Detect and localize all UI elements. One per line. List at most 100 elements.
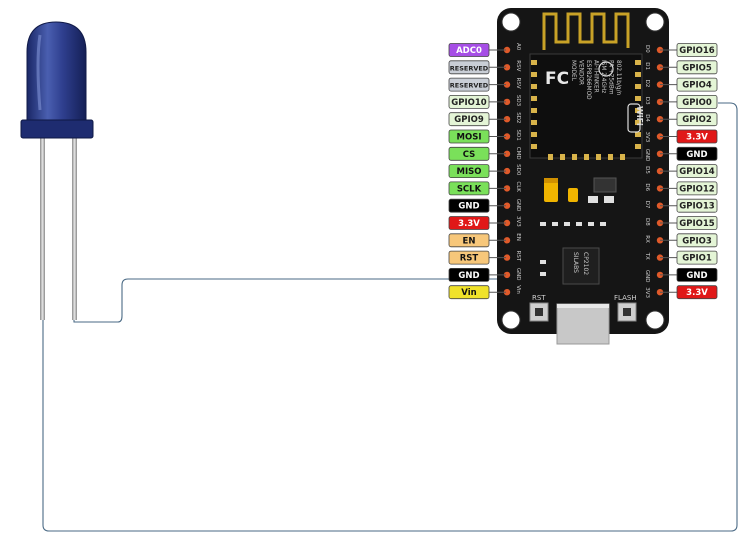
esp8266-module [529, 53, 643, 159]
pin-label-right: GPIO14 [660, 164, 718, 179]
pin-label-text: EN [463, 236, 476, 246]
silk-label: D3 [644, 97, 650, 105]
pin-label-left: EN [448, 233, 506, 248]
pin-label-text: GPIO1 [682, 254, 712, 264]
silk-label: RSV [515, 60, 521, 71]
silk-label: CLK [515, 181, 521, 192]
silk-label: Vin [515, 285, 521, 294]
micro-usb-port[interactable] [556, 303, 610, 345]
pin-label-text: RST [460, 254, 479, 264]
pin-label-text: GPIO4 [682, 81, 712, 91]
silk-label: GND [515, 268, 521, 281]
header-pin [503, 254, 511, 261]
pin-label-left: 3.3V [448, 216, 506, 230]
pin-label-text: MOSI [457, 133, 482, 143]
smd-resistors [540, 222, 606, 276]
pin-label-right: GPIO13 [660, 198, 718, 213]
module-text-line: ISM 2.4GHz [600, 60, 606, 93]
module-text-line: ESP8266MOD [585, 60, 591, 100]
tantalum-capacitor [544, 178, 558, 202]
pin-label-text: GPIO14 [679, 167, 715, 177]
pin-label-left: MISO [448, 164, 506, 179]
pin-label-right: GPIO2 [660, 112, 718, 127]
rst-button-label: RST [532, 294, 546, 302]
pin-label-left: CS [448, 146, 506, 161]
voltage-regulator [593, 177, 617, 193]
module-text-line: 802.11b/g/n [615, 60, 621, 96]
usb-chip-model: CP2102 [582, 252, 589, 275]
mounting-hole [645, 310, 665, 330]
pin-label-text: 3.3V [686, 133, 708, 143]
silk-label: RSV [515, 78, 521, 89]
led-anode-leg [40, 138, 45, 320]
module-text-line: PA +25dBm [608, 60, 614, 95]
left-pin-silkscreen: A0RSVRSVSD3SD2SD1CMDSD0CLKGND3V3ENRSTGND… [515, 43, 521, 294]
usb-chip-brand: SILABS [572, 252, 579, 273]
pin-label-text: CS [463, 150, 476, 160]
pin-label-left: MOSI [448, 129, 506, 144]
pin-label-text: RESERVED [450, 64, 489, 72]
led-flange [20, 119, 94, 139]
header-pin [503, 289, 511, 296]
silk-label: GND [644, 270, 650, 283]
silk-label: D1 [644, 62, 650, 70]
pin-label-right: GPIO16 [660, 43, 718, 57]
pin-label-text: GND [458, 202, 479, 212]
silk-label: D6 [644, 183, 650, 191]
pin-label-text: GPIO12 [679, 184, 715, 194]
silk-label: D2 [644, 80, 650, 88]
pin-label-text: GPIO0 [682, 98, 712, 108]
pin-label-right: GND [660, 267, 718, 282]
pin-label-text: 3.3V [458, 219, 480, 229]
pin-label-right: GPIO4 [660, 77, 718, 92]
pin-label-right: GND [660, 146, 718, 161]
silk-label: TX [644, 252, 650, 260]
module-text-line: VENDOR [578, 60, 584, 85]
left-pin-labels: ADC0RESERVEDRESERVEDGPIO10GPIO9MOSICSMIS… [448, 43, 506, 300]
usb-uart-chip [562, 247, 600, 285]
wires [42, 102, 738, 532]
pin-label-text: SCLK [457, 184, 482, 194]
pin-label-right: 3.3V [660, 285, 718, 300]
module-text-line: MODEL [570, 60, 576, 82]
pin-label-text: Vin [461, 288, 476, 298]
header-pin [503, 116, 511, 123]
pin-label-text: 3.3V [686, 288, 708, 298]
silk-label: D0 [644, 45, 650, 53]
led-cathode-leg [72, 138, 77, 320]
pin-label-left: RESERVED [448, 77, 506, 92]
pin-label-left: GPIO10 [448, 95, 506, 109]
silk-label: 3V3 [644, 132, 650, 143]
silk-label: SD2 [515, 112, 521, 123]
wifi-antenna-trace [542, 12, 630, 50]
pin-label-left: GND [448, 198, 506, 213]
right-pin-labels: GPIO16GPIO5GPIO4GPIO0GPIO23.3VGNDGPIO14G… [660, 43, 718, 300]
pin-label-text: RESERVED [450, 82, 489, 90]
header-pin [503, 271, 511, 279]
module-castellation-bottom [548, 154, 625, 160]
pin-label-left: ADC0 [448, 43, 506, 57]
silk-label: A0 [515, 43, 521, 51]
led-component [20, 21, 94, 320]
flash-button-label: FLASH [614, 294, 637, 302]
pin-label-right: 3.3V [660, 129, 718, 144]
pin-label-text: GPIO2 [682, 115, 712, 125]
header-pin [503, 150, 511, 157]
capacitor-small [568, 188, 578, 202]
header-pin [503, 133, 511, 140]
pin-label-text: GPIO15 [679, 219, 715, 229]
header-pin [503, 81, 511, 88]
left-pin-header [503, 46, 511, 296]
silk-label: GND [515, 199, 521, 212]
ai-thinker-logo [598, 61, 614, 77]
silk-label: GND [644, 149, 650, 162]
silk-label: D5 [644, 166, 650, 174]
pin-label-right: GPIO5 [660, 60, 718, 75]
fcc-logo: FC [545, 69, 569, 89]
silk-label: CMD [515, 147, 521, 160]
pin-label-text: GPIO16 [679, 46, 715, 56]
